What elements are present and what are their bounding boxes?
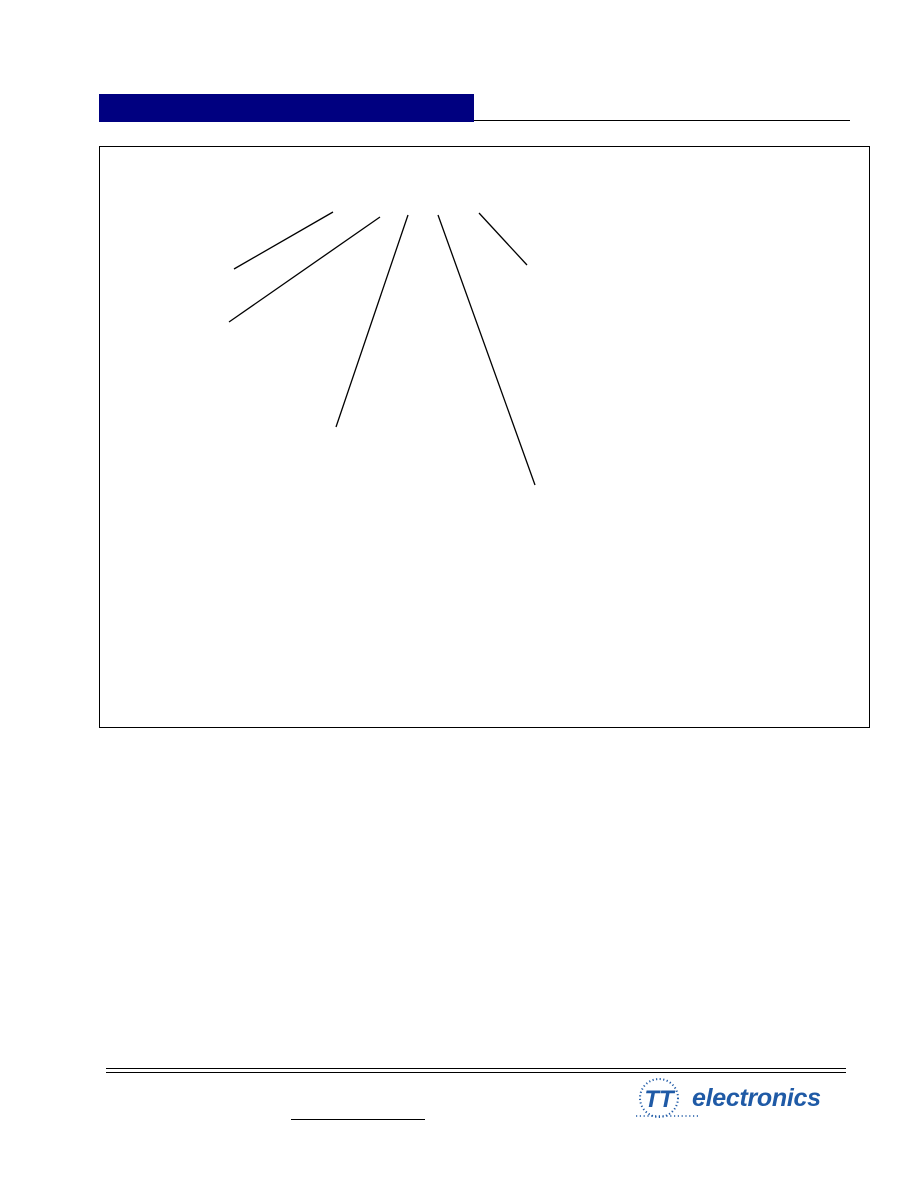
logo-mark-text: TT [644,1086,676,1113]
header-bar [99,94,474,122]
logo-dotted-underline [636,1115,700,1117]
header-rule [474,120,850,121]
footer-rule-top [106,1068,846,1069]
tt-electronics-logo: TT electronics [636,1076,836,1120]
tt-logo-icon: TT [639,1078,679,1118]
diagram-frame [99,146,870,728]
logo-text: electronics [692,1084,821,1112]
footer-rule-bottom [106,1072,846,1073]
footer-link[interactable] [291,1103,425,1120]
